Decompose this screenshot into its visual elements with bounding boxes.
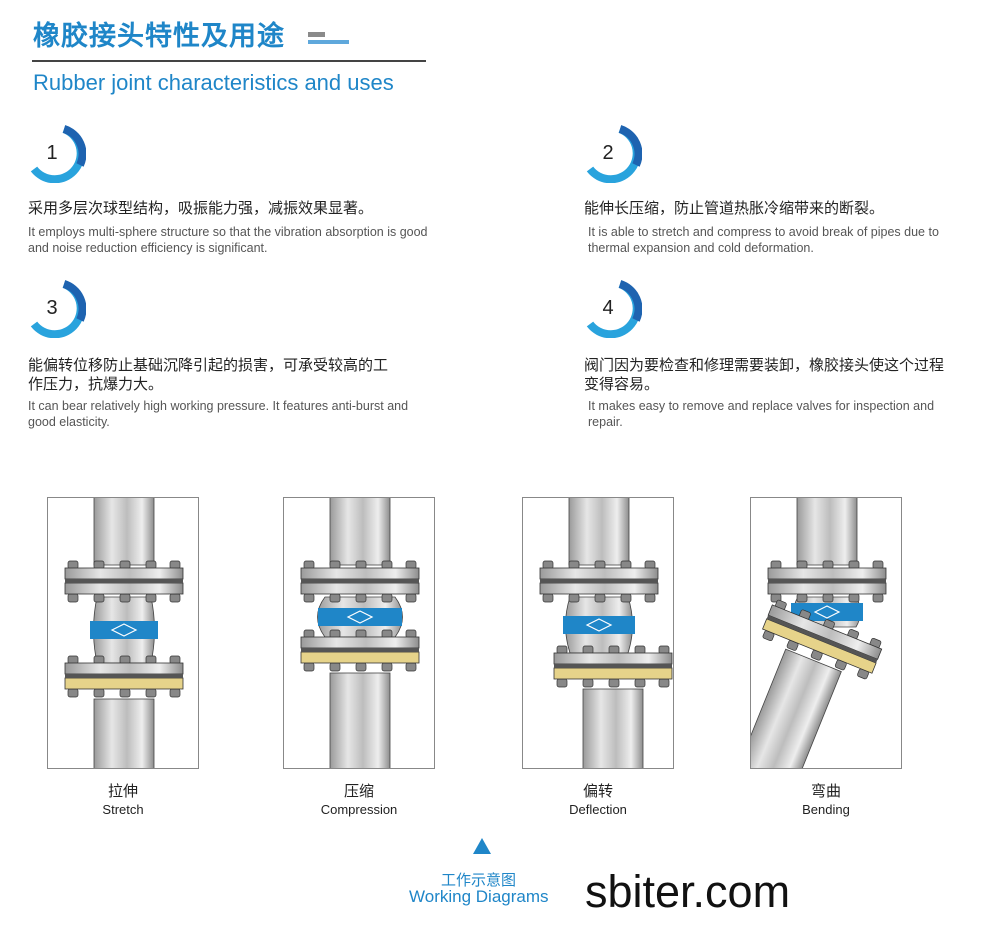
title-decoration	[308, 32, 325, 37]
feature-en: It employs multi-sphere structure so tha…	[28, 225, 428, 255]
feature-cn: 能偏转位移防止基础沉降引起的损害，可承受较高的工作压力，抗爆力大。	[28, 356, 389, 393]
caption-cn: 弯曲	[810, 782, 841, 800]
caption-deflection: 偏转 Deflection	[522, 780, 674, 817]
feature-cn: 阀门因为要检查和修理需要装卸，橡胶接头使这个过程变得容易。	[584, 356, 945, 393]
rubber-joint-illustration	[300, 498, 420, 768]
caption-cn: 拉伸	[107, 782, 138, 800]
working-diagrams-cn: 工作示意图	[441, 871, 517, 889]
watermark: sbiter.com	[585, 866, 791, 917]
number-ring-icon: 3	[30, 280, 86, 338]
caption-en: Compression	[320, 802, 398, 817]
diagram-stretch	[47, 497, 199, 769]
diagram-compression	[283, 497, 435, 769]
feature-en: It can bear relatively high working pres…	[28, 399, 409, 429]
feature-en: It makes easy to remove and replace valv…	[588, 399, 935, 429]
caption-en: Deflection	[569, 802, 627, 817]
rubber-joint-illustration	[751, 498, 887, 768]
working-diagrams-en: Working Diagrams	[409, 887, 549, 906]
diagram-bending	[750, 497, 902, 769]
feature-cn: 采用多层次球型结构，吸振能力强，减振效果显著。	[28, 199, 374, 217]
feature-number: 3	[46, 297, 57, 319]
page-title-en: Rubber joint characteristics and uses	[33, 70, 394, 95]
rubber-joint-illustration	[539, 498, 673, 768]
caption-en: Bending	[802, 802, 850, 817]
rubber-joint-illustration	[64, 498, 184, 768]
caption-stretch: 拉伸 Stretch	[47, 780, 199, 817]
triangle-up-icon	[473, 838, 491, 854]
caption-bending: 弯曲 Bending	[750, 780, 902, 817]
title-divider	[32, 60, 426, 62]
caption-en: Stretch	[102, 802, 144, 817]
caption-compression: 压缩 Compression	[283, 780, 435, 817]
number-ring-icon: 4	[586, 280, 642, 338]
feature-number: 1	[46, 142, 57, 164]
feature-en: It is able to stretch and compress to av…	[588, 225, 939, 255]
feature-cn: 能伸长压缩，防止管道热胀冷缩带来的断裂。	[584, 199, 885, 217]
feature-number: 4	[602, 297, 613, 319]
number-ring-icon: 1	[30, 125, 86, 183]
number-ring-icon: 2	[586, 125, 642, 183]
page-title-cn: 橡胶接头特性及用途	[33, 21, 285, 52]
feature-number: 2	[602, 142, 613, 164]
caption-cn: 压缩	[343, 782, 374, 800]
title-decoration	[308, 40, 349, 44]
caption-cn: 偏转	[582, 782, 613, 800]
diagram-deflection	[522, 497, 674, 769]
